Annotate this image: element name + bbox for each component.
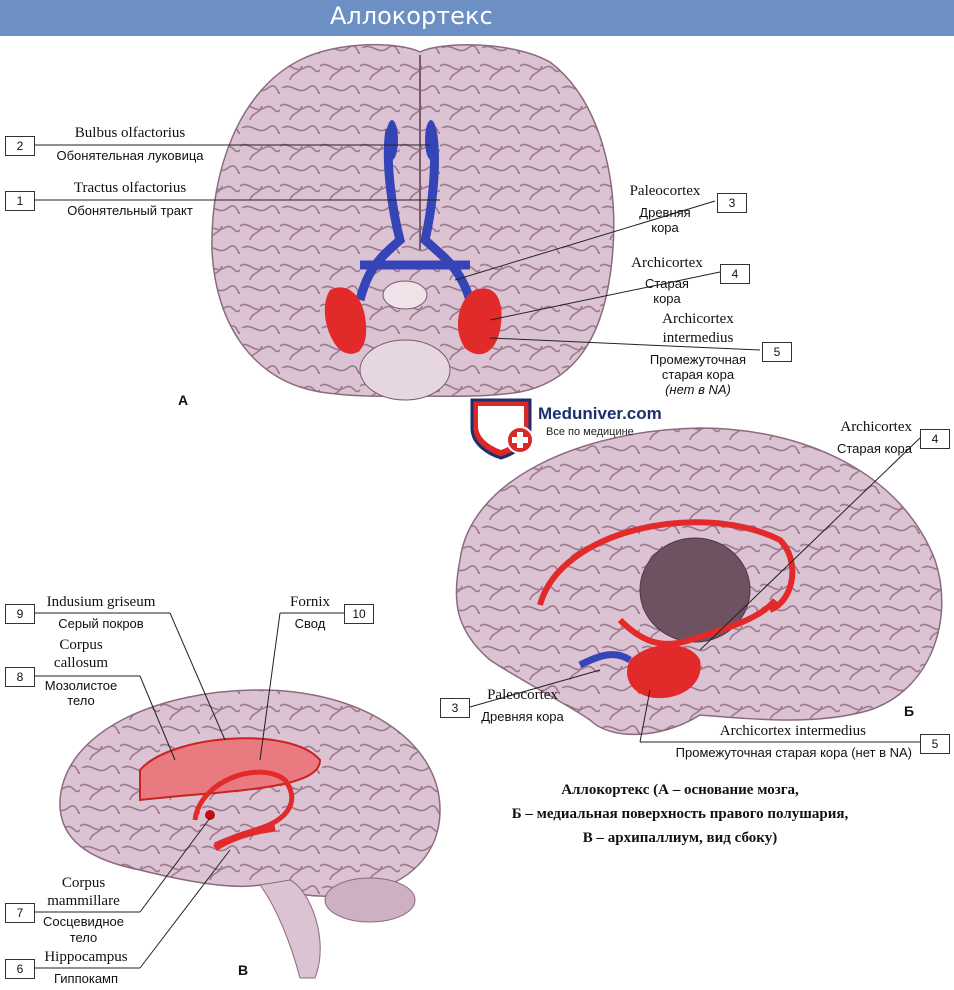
russian-label: Промежуточная старая кора (нет в NA): [675, 745, 912, 760]
label-number: 4: [720, 264, 750, 284]
russian-label: кора: [651, 220, 679, 235]
russian-label: тело: [69, 930, 98, 945]
label-number: 5: [920, 734, 950, 754]
figure-caption: Аллокортекс (А – основание мозга, Б – ме…: [470, 778, 890, 850]
russian-label: старая кора: [661, 367, 735, 382]
latin-label: Paleocortex: [629, 183, 701, 199]
russian-label: кора: [653, 291, 681, 306]
russian-label: Обонятельный тракт: [67, 203, 193, 218]
label-number: 6: [5, 959, 35, 979]
page-title: Аллокортекс: [330, 2, 493, 30]
caption-line: Б – медиальная поверхность правого полуш…: [511, 806, 849, 822]
paleocortex-medial: [578, 651, 632, 669]
figure-letter-v: В: [238, 962, 249, 978]
figure-letter-b: Б: [904, 703, 915, 719]
label-number: 4: [920, 429, 950, 449]
latin-label: Tractus olfactorius: [73, 180, 187, 196]
latin-label: mammillare: [47, 893, 120, 909]
figure-a-brain-base: [211, 43, 615, 401]
russian-label: Гиппокамп: [53, 971, 119, 986]
figure-v-lateral-view: [59, 689, 441, 979]
latin-label: Archicortex: [840, 419, 912, 435]
russian-label: (нет в NA): [665, 382, 731, 397]
russian-label: Серый покров: [58, 616, 144, 631]
latin-label: Corpus: [61, 875, 106, 891]
meduniver-logo: [468, 394, 534, 465]
label-number: 7: [5, 903, 35, 923]
leader-lines: [34, 144, 921, 969]
latin-label: Archicortex: [662, 311, 734, 327]
olfactory-bulb-left: [386, 120, 398, 160]
olfactory-bulb-right: [425, 120, 437, 160]
label-number: 8: [5, 667, 35, 687]
russian-label: тело: [67, 693, 95, 708]
hippocampus-red: [213, 824, 276, 851]
russian-label: Промежуточная: [649, 352, 747, 367]
lateral-brain-outline: [59, 689, 441, 898]
logo-name: Meduniver.com: [538, 404, 662, 423]
latin-label: Paleocortex: [487, 687, 558, 703]
russian-label: Древняя: [639, 205, 691, 220]
brain-base-outline: [211, 43, 615, 398]
latin-label: Indusium griseum: [46, 594, 156, 610]
label-number: 3: [440, 698, 470, 718]
figure-letter-a: А: [178, 392, 189, 408]
russian-label: Древняя кора: [481, 709, 564, 724]
russian-label: Обонятельная луковица: [56, 148, 204, 163]
latin-label: Fornix: [289, 594, 330, 610]
archicortex-intermedius-medial: [627, 645, 701, 699]
brain-stem: [259, 879, 321, 979]
russian-label: Мозолистое: [44, 678, 118, 693]
label-number: 10: [344, 604, 374, 624]
archicortex-medial: [537, 519, 796, 613]
latin-label: callosum: [53, 655, 109, 671]
latin-label: Bulbus olfactorius: [74, 125, 186, 141]
caption-line: Аллокортекс (А – основание мозга,: [561, 782, 799, 798]
thalamus: [639, 537, 751, 643]
olfactory-tract-right: [420, 129, 475, 302]
russian-label: Свод: [294, 616, 326, 631]
latin-label: Archicortex intermedius: [719, 723, 866, 739]
latin-label: intermedius: [662, 330, 734, 346]
russian-label: Старая: [645, 276, 689, 291]
latin-label: Archicortex: [631, 255, 703, 271]
russian-label: Сосцевидное: [42, 914, 125, 929]
label-number: 5: [762, 342, 792, 362]
label-number: 1: [5, 191, 35, 211]
archicortex-left: [324, 287, 367, 354]
caption-line: В – архипаллиум, вид сбоку): [582, 830, 778, 846]
olfactory-tract-left: [355, 129, 406, 302]
cerebellum: [324, 877, 416, 923]
label-number: 9: [5, 604, 35, 624]
latin-label: Corpus: [59, 637, 103, 653]
brainstem: [359, 339, 451, 401]
figure-b-medial-surface: [455, 427, 943, 736]
russian-label: Старая кора: [836, 441, 912, 456]
label-number: 2: [5, 136, 35, 156]
latin-label: Hippocampus: [44, 949, 128, 965]
label-number: 3: [717, 193, 747, 213]
logo-tagline: Все по медицине: [546, 426, 634, 438]
pituitary: [382, 280, 428, 310]
title-bar: [0, 0, 954, 36]
